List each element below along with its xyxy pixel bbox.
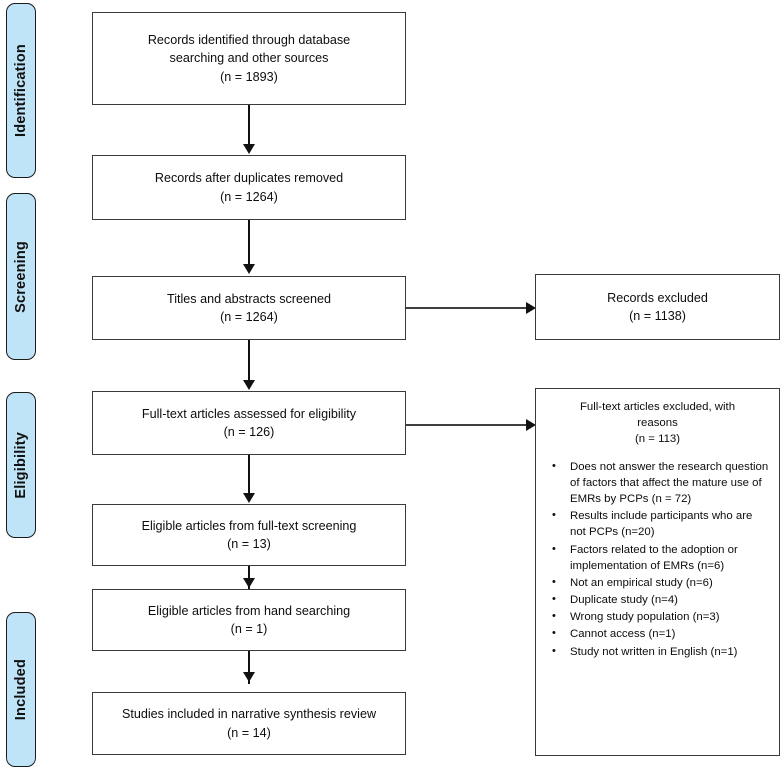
stage-label-included-text: Included	[13, 658, 29, 721]
box-fulltext-excluded-reasons: Full-text articles excluded, with reason…	[535, 388, 780, 756]
stage-label-identification: Identification	[6, 3, 36, 178]
connector-hand-to-included	[248, 651, 250, 684]
arrowhead-right-icon	[526, 301, 536, 314]
box-studies-included-count: (n = 14)	[227, 725, 271, 740]
box-eligible-fulltext-line1: Eligible articles from full-text screeni…	[141, 518, 357, 533]
box-records-after-duplicates-count: (n = 1264)	[220, 189, 278, 204]
box-studies-included: Studies included in narrative synthesis …	[92, 692, 406, 755]
list-item: • Results include participants who are n…	[544, 508, 771, 540]
box-records-identified-line1: Records identified through database	[147, 33, 351, 48]
excluded-reasons-count: (n = 113)	[634, 433, 681, 446]
box-fulltext-assessed-line1: Full-text articles assessed for eligibil…	[141, 406, 357, 421]
box-records-after-duplicates-line1: Records after duplicates removed	[154, 171, 344, 186]
bullet-icon: •	[552, 509, 556, 522]
box-eligible-fulltext-count: (n = 13)	[227, 537, 271, 551]
bullet-icon: •	[552, 542, 556, 555]
box-titles-abstracts-screened: Titles and abstracts screened (n = 1264)	[92, 276, 406, 340]
box-titles-abstracts-screened-count: (n = 1264)	[220, 310, 278, 324]
bullet-icon: •	[552, 459, 556, 472]
box-records-excluded-line1: Records excluded	[607, 290, 708, 305]
arrowhead-down-icon	[242, 578, 255, 588]
box-records-excluded-count: (n = 1138)	[629, 309, 686, 323]
bullet-icon: •	[552, 644, 556, 657]
connector-duplicates-to-screened	[248, 220, 250, 265]
box-records-identified: Records identified through database sear…	[92, 12, 406, 105]
bullet-icon: •	[552, 593, 556, 606]
list-item: • Does not answer the research question …	[544, 459, 771, 508]
connector-identified-to-duplicates	[248, 105, 250, 145]
stage-label-identification-text: Identification	[13, 43, 29, 138]
box-records-identified-line2: searching and other sources	[169, 51, 329, 66]
arrowhead-down-icon	[242, 380, 255, 390]
excluded-reasons-heading-line2: reasons	[637, 417, 678, 430]
list-item-text: Not an empirical study (n=6)	[570, 576, 713, 589]
list-item-text: Results include participants who are not…	[570, 510, 753, 539]
list-item-text: Cannot access (n=1)	[570, 628, 676, 641]
stage-label-eligibility-text: Eligibility	[13, 431, 29, 499]
list-item: • Cannot access (n=1)	[544, 626, 771, 642]
box-fulltext-assessed-count: (n = 126)	[223, 425, 275, 439]
connector-fulltext-to-eligible	[248, 455, 250, 495]
excluded-reasons-heading-line1: Full-text articles excluded, with	[579, 401, 736, 413]
list-item-text: Study not written in English (n=1)	[570, 645, 738, 658]
bullet-icon: •	[552, 627, 556, 640]
box-fulltext-assessed: Full-text articles assessed for eligibil…	[92, 391, 406, 455]
stage-label-included: Included	[6, 612, 36, 767]
list-item-text: Does not answer the research question of…	[570, 460, 769, 505]
arrowhead-down-icon	[242, 493, 255, 503]
list-item: • Duplicate study (n=4)	[544, 592, 771, 608]
box-records-after-duplicates: Records after duplicates removed (n = 12…	[92, 155, 406, 220]
arrowhead-down-icon	[242, 144, 255, 154]
list-item: • Wrong study population (n=3)	[544, 609, 771, 625]
connector-screened-to-excluded	[406, 307, 528, 309]
arrowhead-down-icon	[242, 264, 255, 274]
list-item: • Study not written in English (n=1)	[544, 644, 771, 660]
stage-label-eligibility: Eligibility	[6, 392, 36, 538]
box-eligible-hand-searching-line1: Eligible articles from hand searching	[147, 603, 351, 618]
stage-label-screening-text: Screening	[13, 240, 29, 313]
box-titles-abstracts-screened-line1: Titles and abstracts screened	[166, 291, 332, 306]
bullet-icon: •	[552, 610, 556, 623]
list-item: • Factors related to the adoption or imp…	[544, 542, 771, 574]
arrowhead-down-icon	[242, 672, 255, 682]
stage-label-screening: Screening	[6, 193, 36, 360]
bullet-icon: •	[552, 575, 556, 588]
connector-fulltext-to-excluded-reasons	[406, 424, 528, 426]
excluded-reasons-heading: Full-text articles excluded, with reason…	[544, 399, 771, 448]
list-item: • Not an empirical study (n=6)	[544, 575, 771, 591]
box-eligible-hand-searching-count: (n = 1)	[230, 622, 268, 636]
box-eligible-fulltext: Eligible articles from full-text screeni…	[92, 504, 406, 566]
list-item-text: Duplicate study (n=4)	[570, 594, 678, 607]
excluded-reasons-list: • Does not answer the research question …	[544, 459, 771, 660]
arrowhead-right-icon	[526, 418, 536, 431]
box-eligible-hand-searching: Eligible articles from hand searching (n…	[92, 589, 406, 651]
list-item-text: Factors related to the adoption or imple…	[570, 543, 738, 572]
box-studies-included-line1: Studies included in narrative synthesis …	[121, 707, 377, 722]
list-item-text: Wrong study population (n=3)	[570, 611, 720, 624]
connector-screened-to-fulltext	[248, 340, 250, 382]
box-records-identified-count: (n = 1893)	[220, 69, 278, 84]
box-records-excluded: Records excluded (n = 1138)	[535, 274, 780, 340]
